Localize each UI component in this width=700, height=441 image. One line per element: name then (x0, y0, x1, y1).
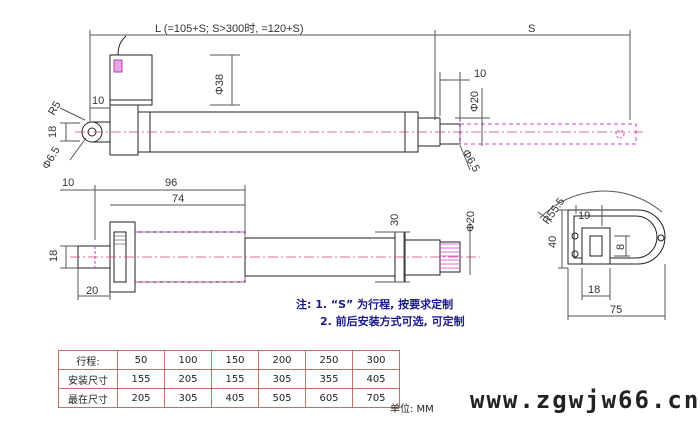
dim-30: 30 (389, 214, 401, 226)
table-row: 最在尺寸 205 305 405 505 605 705 (58, 388, 400, 408)
table-cell: 605 (305, 388, 353, 408)
dim-end-40: 40 (547, 236, 559, 248)
table-cell: 305 (164, 388, 212, 408)
side-view (60, 185, 480, 300)
dim-end-75: 75 (610, 304, 622, 316)
table-cell: 150 (211, 350, 259, 370)
table-row: 安装尺寸 155 205 155 305 355 405 (58, 369, 400, 389)
dim-96: 96 (165, 177, 177, 189)
dim-phi20: Φ20 (469, 91, 481, 112)
end-view (537, 190, 666, 320)
table-cell: 405 (211, 388, 259, 408)
table-cell: 355 (305, 369, 353, 389)
dim-stroke-S: S (528, 23, 535, 35)
table-cell: 100 (164, 350, 212, 370)
dim-phi65-right: Φ6.5 (459, 148, 481, 175)
spec-table: 行程: 50 100 150 200 250 300 安装尺寸 155 205 … (58, 350, 400, 408)
note-line-2: 2. 前后安装方式可选, 可定制 (320, 315, 465, 328)
dim-end-8: 8 (615, 244, 627, 250)
table-cell: 300 (352, 350, 400, 370)
dim-end-18: 18 (588, 284, 600, 296)
dim-length-L: L (=105+S; S>300时, =120+S) (155, 22, 304, 35)
table-cell: 行程: (58, 350, 118, 370)
dim-10-right: 10 (474, 68, 486, 80)
unit-label: 单位: MM (390, 404, 434, 415)
table-cell: 305 (258, 369, 306, 389)
dim-10-bottom: 10 (62, 177, 74, 189)
dim-phi65-left: Φ6.5 (40, 145, 62, 172)
note-line-1: 注: 1. “S” 为行程, 按要求定制 (296, 298, 454, 311)
table-row: 行程: 50 100 150 200 250 300 (58, 350, 400, 370)
table-cell: 50 (117, 350, 165, 370)
table-cell: 250 (305, 350, 353, 370)
table-cell: 705 (352, 388, 400, 408)
dim-end-19: 19 (578, 210, 590, 222)
dim-74: 74 (172, 193, 184, 205)
table-cell: 205 (164, 369, 212, 389)
table-cell: 安装尺寸 (58, 369, 118, 389)
dim-r5: R5 (46, 99, 63, 117)
dim-10-left: 10 (92, 95, 104, 107)
watermark: www.zgwjw66.cn (470, 386, 700, 414)
dim-18-side: 18 (48, 250, 60, 262)
dim-r55: R55.5 (541, 196, 568, 227)
dim-20-side: 20 (86, 285, 98, 297)
table-cell: 155 (117, 369, 165, 389)
dim-phi20-side: Φ20 (465, 211, 477, 232)
dim-phi38: Φ38 (214, 74, 226, 95)
table-cell: 200 (258, 350, 306, 370)
table-cell: 205 (117, 388, 165, 408)
table-cell: 155 (211, 369, 259, 389)
notes-block: 注: 1. “S” 为行程, 按要求定制 2. 前后安装方式可选, 可定制 (296, 296, 465, 330)
dim-18: 18 (47, 126, 59, 138)
table-cell: 405 (352, 369, 400, 389)
table-cell: 505 (258, 388, 306, 408)
table-cell: 最在尺寸 (58, 388, 118, 408)
top-view (59, 30, 645, 171)
